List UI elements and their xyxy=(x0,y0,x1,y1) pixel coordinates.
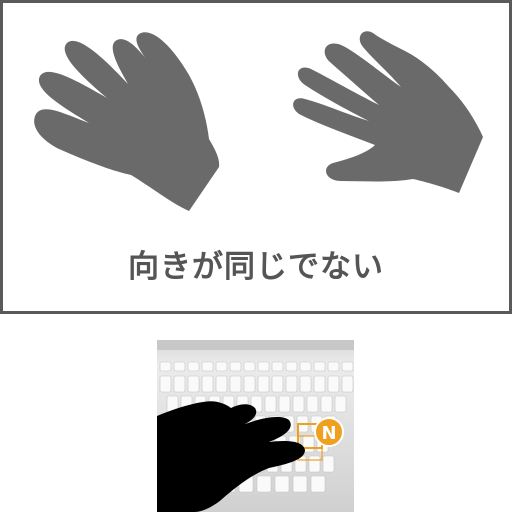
keyboard-key xyxy=(308,455,321,473)
keyboard-key xyxy=(299,361,312,372)
keyboard-key xyxy=(256,475,272,493)
keyboard-key xyxy=(285,361,298,372)
keyboard-key xyxy=(257,361,270,372)
keyboard-key xyxy=(187,361,200,372)
left-hand-icon xyxy=(34,32,220,211)
keyboard-key xyxy=(187,375,200,393)
keyboard-key xyxy=(313,375,326,393)
hand-silhouette-icon xyxy=(157,401,305,512)
keyboard-illustration: N xyxy=(157,340,354,512)
hands-illustration xyxy=(34,31,483,211)
keyboard-key xyxy=(274,475,290,493)
right-hand-icon xyxy=(293,31,483,193)
keyboard-key xyxy=(159,375,172,393)
keyboard-key xyxy=(306,395,319,413)
keyboard-key xyxy=(313,361,326,372)
keyboard-key xyxy=(264,395,277,413)
hand-orientation-panel: 向きが同じでない xyxy=(0,0,512,314)
keyboard-key xyxy=(341,375,354,393)
keyboard-top-edge xyxy=(157,340,354,350)
n-key-badge-icon: N xyxy=(297,417,344,461)
caption-text: 向きが同じでない xyxy=(128,249,384,285)
keyboard-key xyxy=(327,361,340,372)
keyboard-key xyxy=(215,375,228,393)
keyboard-key xyxy=(243,361,256,372)
badge-circle xyxy=(314,417,344,447)
keyboard-key xyxy=(201,361,214,372)
keyboard-key xyxy=(173,375,186,393)
keyboard-key xyxy=(201,375,214,393)
keyboard-key xyxy=(215,361,228,372)
keyboard-key xyxy=(341,361,354,372)
keyboard-key xyxy=(327,375,340,393)
keyboard-key xyxy=(292,475,308,493)
keyboard-key xyxy=(292,395,305,413)
keyboard-key xyxy=(229,375,242,393)
keyboard-photo: N xyxy=(157,340,354,512)
keyboard-key xyxy=(271,361,284,372)
keyboard-key xyxy=(320,395,333,413)
keyboard-key xyxy=(299,375,312,393)
keyboard-key xyxy=(257,375,270,393)
keyboard-key xyxy=(243,375,256,393)
keyboard-key xyxy=(278,395,291,413)
keyboard-key xyxy=(271,375,284,393)
keyboard-key xyxy=(159,361,172,372)
keyboard-key xyxy=(310,475,326,493)
keyboard-key xyxy=(229,361,242,372)
keyboard-key xyxy=(334,395,347,413)
keyboard-key xyxy=(322,455,335,473)
badge-letter: N xyxy=(321,423,336,444)
keyboard-key xyxy=(173,361,186,372)
keyboard-key xyxy=(285,375,298,393)
